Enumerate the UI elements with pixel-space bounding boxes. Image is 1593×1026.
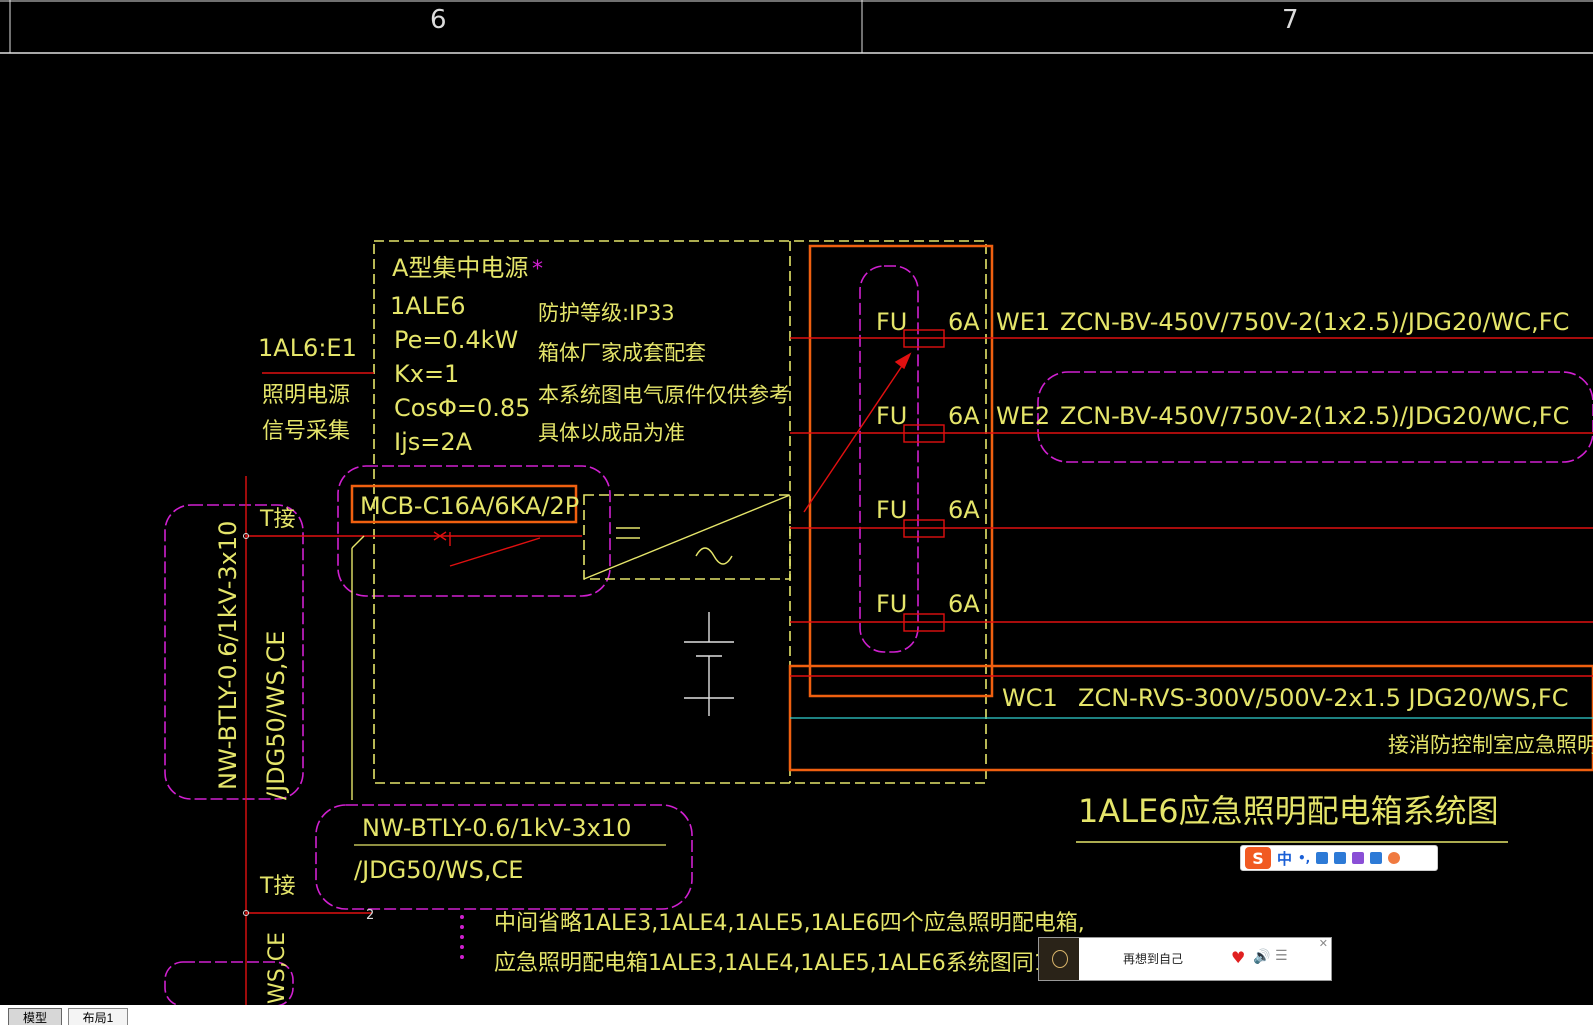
circuit-we2-cable: ZCN-BV-450V/750V-2(1x2.5)/JDG20/WC,FC (1060, 402, 1569, 430)
incoming-id: 1AL6:E1 (258, 334, 357, 362)
song-title: 再想到自己 (1123, 952, 1184, 966)
junction-dot (243, 910, 249, 916)
column-number-7: 7 (1282, 5, 1299, 35)
breaker-label: MCB-C16A/6KA/2P (360, 492, 579, 520)
revision-cloud-vertical-cable (164, 504, 304, 800)
control-circuit-id: WC1 (1002, 684, 1058, 712)
circuit-we1-cable: ZCN-BV-450V/750V-2(1x2.5)/JDG20/WC,FC (1060, 308, 1569, 336)
close-icon[interactable]: ✕ (1318, 937, 1328, 950)
revision-cloud-breaker (337, 465, 611, 597)
omit-note-line-2: 应急照明配电箱1ALE3,1ALE4,1ALE5,1ALE6系统图同1ALE2 (494, 951, 1103, 976)
t-junction-1: T接 (259, 507, 295, 532)
omit-note-line-1: 中间省略1ALE3,1ALE4,1ALE5,1ALE6四个应急照明配电箱, (494, 911, 1085, 936)
fuse-group-highlight (808, 244, 994, 698)
circuit-we1-id: WE1 (996, 308, 1050, 336)
toolbox-icon[interactable] (1370, 852, 1383, 864)
fuse-2-label: FU (876, 402, 907, 430)
ime-punctuation[interactable]: •, (1298, 851, 1311, 865)
box-title: A型集中电源 (392, 254, 528, 282)
panel-id: 1ALE6 (390, 292, 466, 320)
wiring (245, 329, 1593, 1005)
trunk-bottom-fragment: WS,CE (265, 932, 290, 1004)
note-ip: 防护等级:IP33 (538, 301, 675, 325)
heart-icon[interactable]: ♥ (1231, 948, 1246, 967)
panel-pe: Pe=0.4kW (394, 326, 518, 354)
fuse-2-rating: 6A (948, 402, 980, 430)
incoming-desc-2: 信号采集 (262, 419, 350, 444)
trunk-vertical-conduit: /JDG50/WS,CE (262, 631, 290, 800)
fuse-1-rating: 6A (948, 308, 980, 336)
fuse-3-label: FU (876, 496, 907, 524)
fuse-4-label: FU (876, 590, 907, 618)
inverter-symbol (351, 494, 791, 800)
layout-tab-bar (0, 1005, 1593, 1026)
revision-clouds (164, 265, 1593, 1007)
volume-icon[interactable]: 🔊 (1253, 949, 1271, 965)
panel-cos: CosΦ=0.85 (394, 394, 530, 422)
tab-model[interactable]: 模型 (8, 1008, 62, 1025)
keyboard-icon[interactable] (1334, 852, 1347, 864)
trunk-horizontal-cable: NW-BTLY-0.6/1kV-3x10 (362, 814, 631, 842)
panel-kx: Kx=1 (394, 360, 459, 388)
note-final: 具体以成品为准 (538, 421, 685, 445)
music-player-widget[interactable]: 再想到自己 ♥ 🔊 ☰ ✕ (1038, 937, 1332, 981)
playlist-icon[interactable]: ☰ (1275, 948, 1288, 964)
panel-ijs: Ijs=2A (394, 428, 473, 456)
junction-dot (243, 533, 249, 539)
fuse-1-label: FU (876, 308, 907, 336)
cable-mark-2: 2 (366, 908, 374, 923)
microphone-icon[interactable] (1316, 852, 1329, 864)
circuit-we2-id: WE2 (996, 402, 1050, 430)
avatar-icon[interactable] (1388, 852, 1401, 864)
trunk-vertical-cable: NW-BTLY-0.6/1kV-3x10 (214, 521, 242, 790)
album-cover (1039, 938, 1079, 980)
note-box: 箱体厂家成套配套 (538, 341, 706, 365)
trunk-horizontal-conduit: /JDG50/WS,CE (354, 856, 523, 884)
skin-icon[interactable] (1352, 852, 1365, 864)
title-block: 6 7 (0, 0, 1593, 54)
ime-logo[interactable]: S (1245, 847, 1271, 869)
revision-cloud-horizontal-cable (315, 804, 693, 910)
omit-note-dots (460, 915, 464, 959)
control-circuit-cable: ZCN-RVS-300V/500V-2x1.5 JDG20/WS,FC (1078, 684, 1569, 712)
revision-cloud-we2 (1037, 371, 1593, 463)
tab-layout1[interactable]: 布局1 (68, 1008, 128, 1025)
diagram-title: 1ALE6应急照明配电箱系统图 (1078, 792, 1499, 830)
note-ref: 本系统图电气原件仅供参考 (538, 383, 790, 407)
fuse-3-rating: 6A (948, 496, 980, 524)
fuse-4-rating: 6A (948, 590, 980, 618)
column-number-6: 6 (430, 5, 447, 35)
battery-symbol (684, 612, 734, 716)
revision-cloud-fuses (859, 265, 919, 653)
breaker-highlight (350, 484, 578, 524)
ime-toolbar[interactable]: S 中 •, (1240, 845, 1438, 871)
star-mark: * (532, 257, 543, 282)
incoming-desc-1: 照明电源 (262, 383, 350, 408)
ime-mode-toggle[interactable]: 中 (1277, 849, 1293, 868)
t-junction-2: T接 (259, 874, 295, 899)
control-circuit-note: 接消防控制室应急照明控制器 (1388, 733, 1593, 757)
